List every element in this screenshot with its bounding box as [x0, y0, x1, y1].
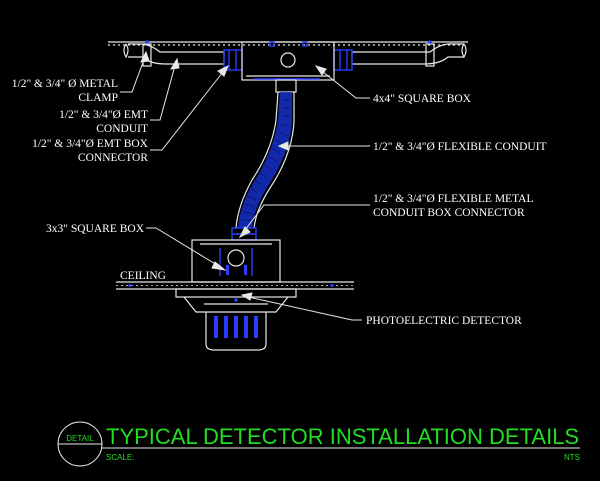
- label-flex-connector-line1: 1/2" & 3/4"Ø FLEXIBLE METAL: [373, 193, 534, 205]
- metal-clamp: [142, 40, 435, 67]
- scale-value: NTS: [564, 453, 580, 462]
- photoelectric-detector: [175, 288, 297, 351]
- drawing-title: TYPICAL DETECTOR INSTALLATION DETAILS: [106, 424, 579, 449]
- label-emt-connector-line1: 1/2" & 3/4"Ø EMT BOX: [32, 138, 149, 150]
- flexible-conduit: [235, 79, 297, 229]
- leader-lines: [120, 50, 370, 321]
- label-photoelectric-detector: PHOTOELECTRIC DETECTOR: [366, 315, 522, 327]
- square-box-4x4: [241, 41, 335, 81]
- label-emt-conduit-line2: CONDUIT: [96, 123, 148, 135]
- label-emt-connector-line2: CONNECTOR: [78, 152, 148, 164]
- label-emt-conduit-line1: 1/2" & 3/4"Ø EMT: [59, 109, 148, 121]
- label-ceiling: CEILING: [120, 270, 166, 282]
- label-flex-connector-line2: CONDUIT BOX CONNECTOR: [373, 207, 525, 219]
- label-flexible-conduit: 1/2" & 3/4"Ø FLEXIBLE CONDUIT: [373, 141, 547, 153]
- label-metal-clamp-line1: 1/2" & 3/4" Ø METAL: [12, 78, 118, 90]
- title-block: DETAIL TYPICAL DETECTOR INSTALLATION DET…: [57, 421, 580, 467]
- square-box-3x3: [191, 239, 281, 283]
- detail-bubble-text: DETAIL: [66, 434, 94, 443]
- label-square-box-4x4: 4x4" SQUARE BOX: [373, 93, 472, 105]
- scale-label: SCALE:: [106, 453, 134, 462]
- label-square-box-3x3: 3x3" SQUARE BOX: [46, 223, 145, 235]
- ceiling-line: [116, 281, 354, 290]
- label-metal-clamp-line2: CLAMP: [78, 92, 118, 104]
